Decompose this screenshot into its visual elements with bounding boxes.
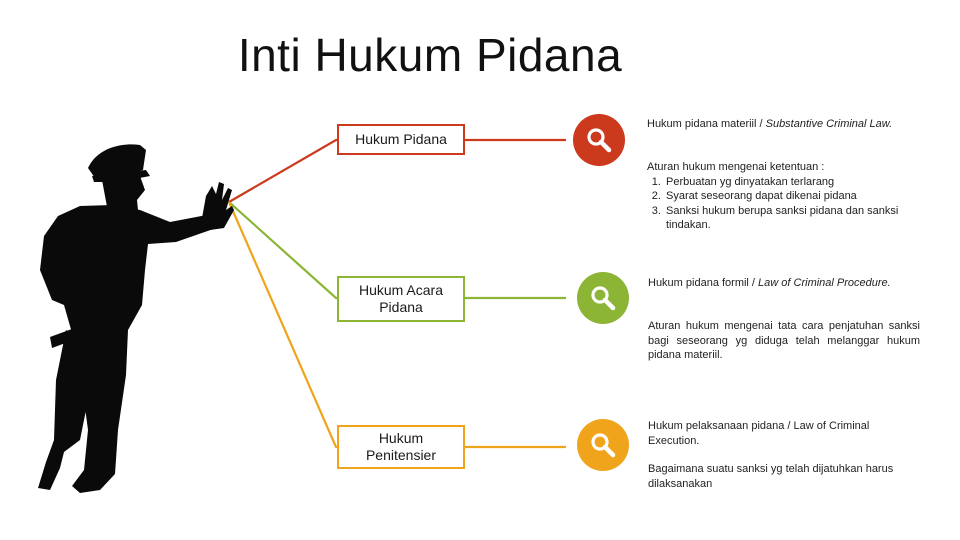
box-label: Hukum Pidana	[355, 131, 447, 148]
section-heading-formil: Hukum pidana formil / Law of Criminal Pr…	[648, 276, 918, 291]
list-item: Syarat seseorang dapat dikenai pidana	[664, 189, 922, 204]
section-description-materiil: Aturan hukum mengenai ketentuan : Perbua…	[647, 160, 922, 233]
search-icon	[588, 283, 618, 313]
section-heading-materiil: Hukum pidana materiil / Substantive Crim…	[647, 117, 917, 132]
section-heading-pelaksanaan: Hukum pelaksanaan pidana / Law of Crimin…	[648, 419, 920, 448]
search-icon	[584, 125, 614, 155]
box-label: Hukum Penitensier	[345, 430, 457, 464]
section-description-formil: Aturan hukum mengenai tata cara penjatuh…	[648, 319, 920, 363]
box-label: Hukum Acara Pidana	[345, 282, 457, 316]
box-hukum-acara-pidana: Hukum Acara Pidana	[337, 276, 465, 322]
list-item: Perbuatan yg dinyatakan terlarang	[664, 175, 922, 190]
box-hukum-pidana: Hukum Pidana	[337, 124, 465, 155]
connector-orange	[229, 202, 566, 447]
police-silhouette	[38, 144, 234, 493]
list-item: Sanksi hukum berupa sanksi pidana dan sa…	[664, 204, 922, 233]
search-icon-orange	[577, 419, 629, 471]
search-icon-red	[573, 114, 625, 166]
search-icon-green	[577, 272, 629, 324]
box-hukum-penitensier: Hukum Penitensier	[337, 425, 465, 469]
section-description-pelaksanaan: Bagaimana suatu sanksi yg telah dijatuhk…	[648, 462, 920, 491]
description-intro: Aturan hukum mengenai ketentuan :	[647, 160, 922, 175]
search-icon	[588, 430, 618, 460]
